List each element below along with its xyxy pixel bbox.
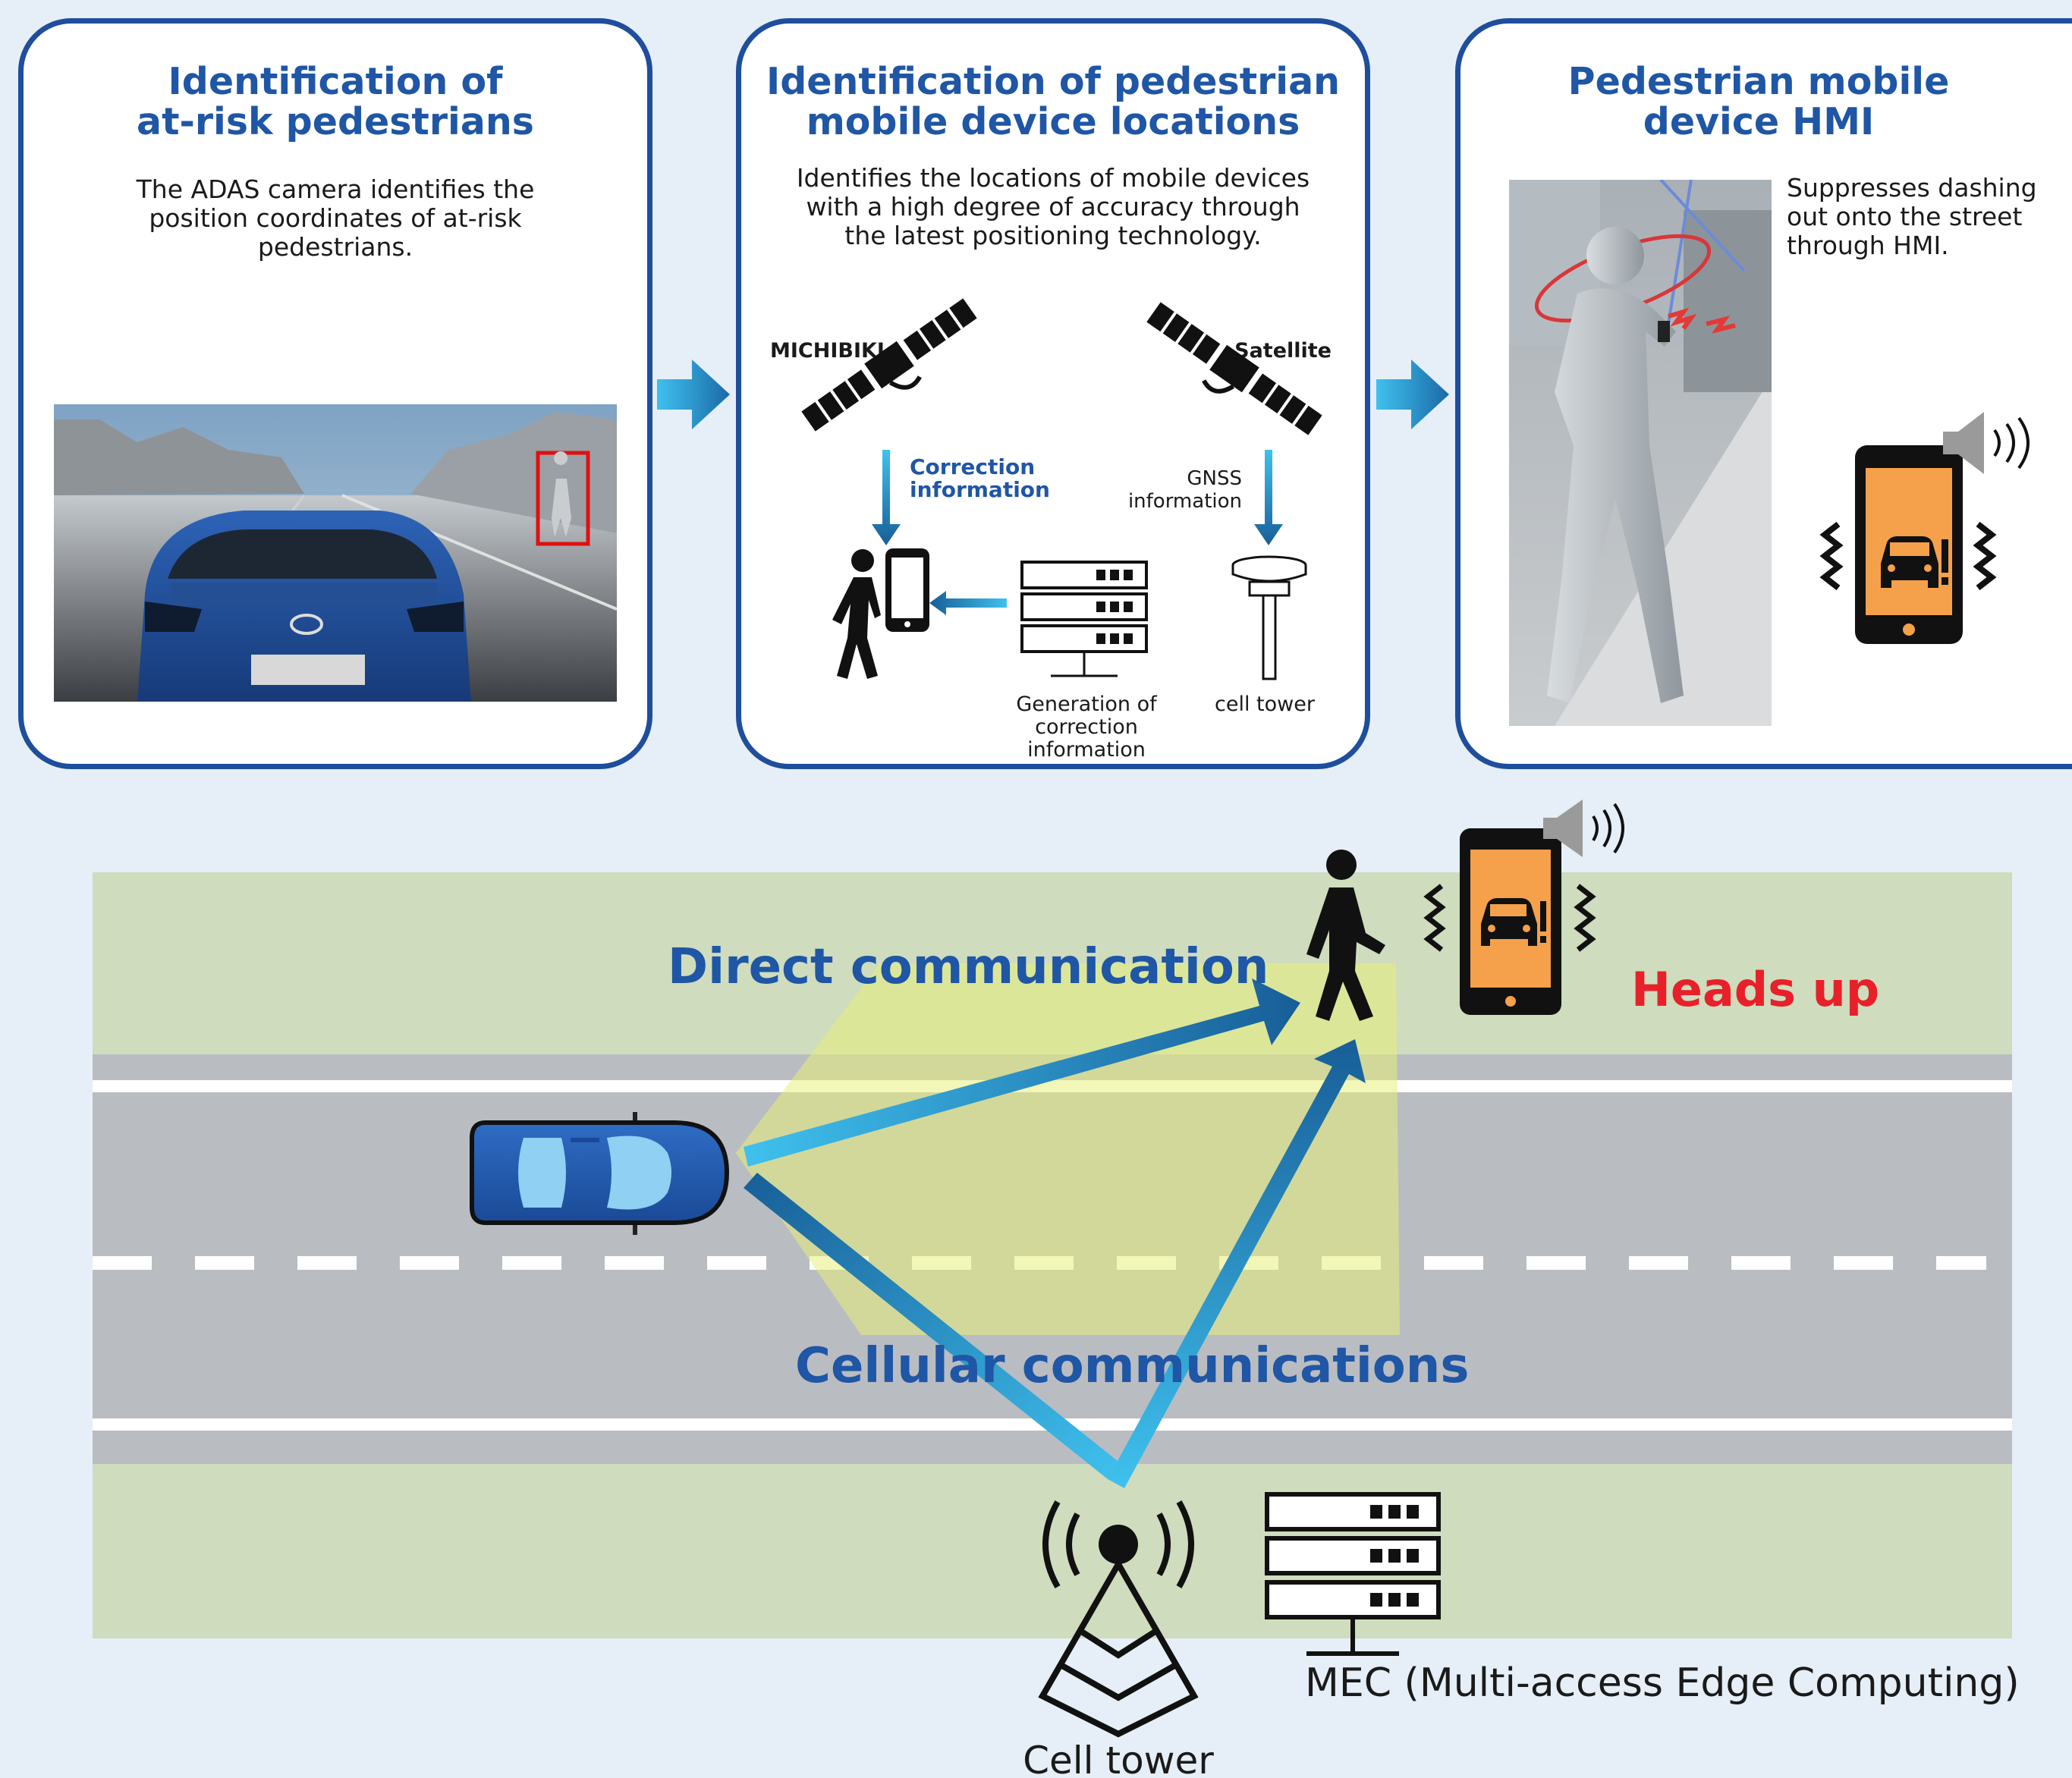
cellular-arrow-to-pedestrian	[1108, 1039, 1366, 1488]
adas-camera-image	[54, 404, 617, 702]
chevron-arrow-icon	[657, 360, 730, 429]
title-line-1: Identification of	[168, 60, 503, 103]
gnss-label-line-2: information	[1128, 490, 1242, 513]
generation-label-line-2: correction	[1035, 715, 1138, 739]
server-rack-icon	[1265, 1492, 1441, 1656]
car-icon	[1881, 536, 1938, 588]
panel-identification-pedestrians: Identification of at-risk pedestrians Th…	[18, 18, 652, 769]
gnss-antenna-icon	[1231, 555, 1307, 680]
panel-mobile-device-location: Identification of pedestrian mobile devi…	[736, 18, 1370, 769]
vibration-icon	[1423, 884, 1446, 952]
cellular-communications-label: Cellular communications	[795, 1338, 1469, 1394]
direct-communication-label: Direct communication	[668, 939, 1269, 995]
panel-title: Identification of at-risk pedestrians	[24, 61, 647, 142]
title-line-1: Pedestrian mobile	[1567, 60, 1950, 103]
generation-label-line-1: Generation of	[1016, 693, 1158, 716]
arrow-left-icon	[929, 591, 1007, 615]
title-line-2: mobile device locations	[806, 100, 1300, 143]
smartphone-alert-icon	[1819, 412, 2030, 644]
panel-description: The ADAS camera identifies the position …	[136, 174, 535, 262]
panel-pedestrian-hmi: Pedestrian mobile device HMI Suppresses …	[1455, 18, 2072, 769]
speaker-icon	[1543, 799, 1624, 857]
vibration-icon	[1819, 521, 1844, 591]
correction-label-line-1: Correction	[910, 454, 1035, 479]
cell-tower-label: cell tower	[1215, 693, 1316, 716]
smartphone-icon	[885, 548, 929, 632]
panel-description: Identifies the locations of mobile devic…	[796, 163, 1310, 250]
heads-up-label: Heads up	[1631, 962, 1879, 1017]
cellular-arrow-to-tower	[744, 1173, 1121, 1479]
smartphone-alert-icon	[1423, 799, 1624, 1015]
cell-tower-label: Cell tower	[1023, 1739, 1214, 1778]
panel-title: Identification of pedestrian mobile devi…	[741, 61, 1365, 142]
arrow-down-icon	[1254, 450, 1283, 545]
cell-tower-icon	[1038, 1500, 1199, 1738]
satellite-icon	[1146, 302, 1322, 435]
satellite-label: Satellite	[1234, 339, 1332, 363]
server-rack-icon	[1020, 561, 1148, 677]
pedestrian-phone-image	[1509, 180, 1772, 726]
car-icon	[1481, 898, 1537, 946]
title-line-2: at-risk pedestrians	[137, 100, 534, 143]
detection-area	[736, 963, 1400, 1335]
sidewalk-bottom	[93, 1464, 2012, 1638]
michibiki-label: MICHIBIKI	[770, 339, 885, 363]
walking-pedestrian-icon	[832, 549, 881, 679]
gnss-label-line-1: GNSS	[1187, 467, 1242, 490]
panel-description: Suppresses dashing out onto the street t…	[1787, 173, 2037, 260]
car-icon	[470, 1112, 730, 1235]
vibration-icon	[1973, 521, 1997, 591]
satellite-icon	[801, 298, 977, 432]
road-scene: Direct communication Cellular communicat…	[93, 799, 2020, 1778]
mec-label: MEC (Multi-access Edge Computing)	[1305, 1660, 2020, 1706]
walking-pedestrian-icon	[1306, 850, 1385, 1021]
arrow-down-icon	[872, 450, 901, 545]
speaker-icon	[1943, 412, 2030, 474]
correction-label-line-2: information	[910, 477, 1050, 502]
title-line-1: Identification of pedestrian	[766, 60, 1341, 103]
generation-label-line-3: information	[1027, 738, 1146, 759]
panel-title: Pedestrian mobile device HMI	[1460, 61, 2057, 142]
positioning-diagram: MICHIBIKI Satellite Correction informati…	[770, 298, 1332, 759]
direct-communication-arrow	[744, 979, 1300, 1167]
vibration-icon	[1574, 884, 1596, 952]
title-line-2: device HMI	[1643, 100, 1875, 143]
chevron-arrow-icon	[1376, 360, 1449, 429]
